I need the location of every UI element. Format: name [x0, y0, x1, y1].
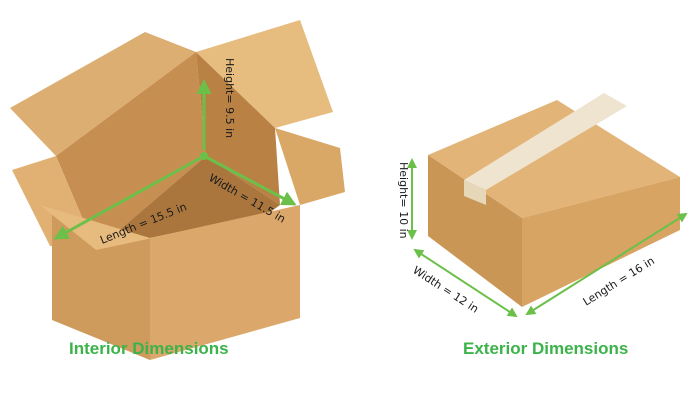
interior-arrow-origin: [200, 152, 208, 160]
packing-tape-top: [464, 93, 627, 190]
interior-arrows: [53, 79, 297, 240]
inner-back-left-wall: [56, 52, 206, 250]
front-flap: [40, 205, 190, 250]
right-wall: [150, 205, 300, 360]
interior-length-arrow: [53, 154, 205, 240]
exterior-height-label: Height= 10 in: [397, 162, 410, 239]
front-wall: [52, 210, 150, 360]
inner-back-right-wall: [196, 52, 280, 205]
interior-caption: Interior Dimensions: [69, 339, 229, 358]
exterior-arrows: [407, 158, 688, 318]
back-left-flap: [10, 32, 196, 156]
closed-box: [428, 93, 680, 307]
box-top: [428, 100, 680, 218]
packing-tape-front: [464, 180, 486, 205]
exterior-caption: Exterior Dimensions: [463, 339, 629, 358]
exterior-length-arrow: [525, 212, 688, 316]
interior-height-label: Height= 9.5 in: [223, 58, 236, 138]
right-side-flap: [275, 128, 345, 205]
interior-width-arrow: [203, 154, 297, 206]
back-right-flap: [196, 20, 333, 128]
exterior-width-arrow: [413, 248, 518, 318]
open-box: [10, 20, 345, 360]
exterior-width-label: Width = 12 in: [410, 264, 481, 316]
